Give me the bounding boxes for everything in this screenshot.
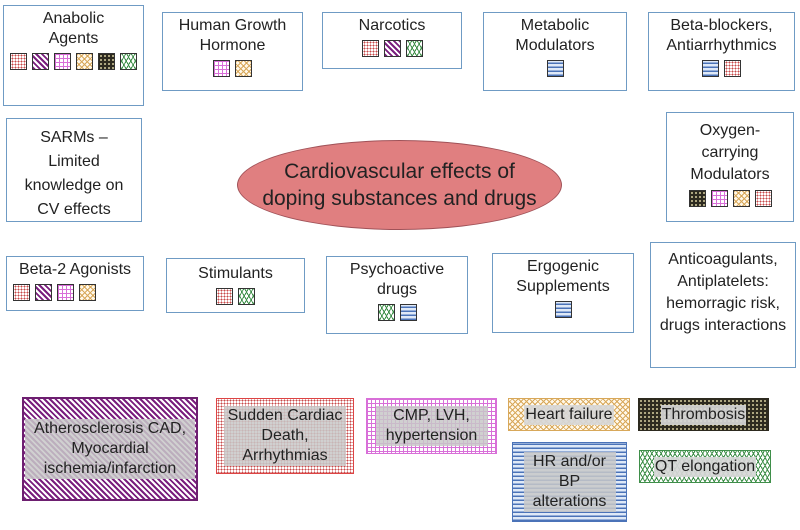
stimulants-icons xyxy=(167,288,304,305)
zigzag-green-icon xyxy=(377,304,395,321)
ergogenic-supplements-label: Ergogenic Supplements xyxy=(516,258,610,295)
hgh-label: Human Growth Hormone xyxy=(178,17,287,54)
sarms-label: SARMs – Limited knowledge on CV effects xyxy=(24,129,124,218)
anabolic-agents-icons xyxy=(4,53,143,70)
legend-qt-elongation-label: QT elongation xyxy=(653,456,757,477)
legend-qt-elongation: QT elongation xyxy=(639,450,771,483)
hgh-icons xyxy=(163,60,302,77)
legend-sudden-cardiac-death: Sudden Cardiac Death, Arrhythmias xyxy=(216,398,354,474)
dots-red-icon xyxy=(10,53,27,70)
legend-thrombosis-label: Thrombosis xyxy=(660,404,747,425)
oxygen-carrying-label: Oxygen-carrying Modulators xyxy=(690,122,770,183)
crosshatch-orange-icon xyxy=(79,284,96,301)
dots-red-icon xyxy=(724,60,741,77)
hlines-blue-icon xyxy=(702,60,719,77)
dots-dark-icon xyxy=(688,190,706,207)
beta2-agonists-icons xyxy=(7,284,143,301)
hlines-blue-icon xyxy=(399,304,417,321)
metabolic-modulators-icons xyxy=(484,60,626,77)
beta2-agonists-label: Beta-2 Agonists xyxy=(18,261,132,278)
legend-atherosclerosis-label: Atherosclerosis CAD, Myocardial ischemia… xyxy=(25,419,195,479)
crosshatch-orange-icon xyxy=(732,190,750,207)
anticoagulants-label: Anticoagulants, Antiplatelets: hemorragi… xyxy=(659,251,787,334)
hlines-blue-icon xyxy=(554,301,572,318)
legend-cmp-lvh-label: CMP, LVH, hypertension xyxy=(375,406,488,446)
stimulants-box: Stimulants xyxy=(166,258,305,313)
beta-blockers-box: Beta-blockers, Antiarrhythmics xyxy=(648,12,795,91)
legend-thrombosis: Thrombosis xyxy=(638,398,769,431)
psychoactive-drugs-label: Psychoactive drugs xyxy=(349,261,445,298)
oxygen-carrying-icons xyxy=(667,190,793,207)
zigzag-green-icon xyxy=(238,288,255,305)
dots-red-icon xyxy=(216,288,233,305)
anticoagulants-box: Anticoagulants, Antiplatelets: hemorragi… xyxy=(650,242,796,368)
oxygen-carrying-box: Oxygen-carrying Modulators xyxy=(666,112,794,222)
ergogenic-supplements-box: Ergogenic Supplements xyxy=(492,253,634,333)
grid-pink-icon xyxy=(710,190,728,207)
center-title: Cardiovascular effects of doping substan… xyxy=(262,160,537,210)
legend-heart-failure: Heart failure xyxy=(508,398,630,431)
dots-dark-icon xyxy=(98,53,115,70)
stimulants-label: Stimulants xyxy=(198,265,273,282)
diagonal-purple-icon xyxy=(32,53,49,70)
beta-blockers-icons xyxy=(649,60,794,77)
zigzag-green-icon xyxy=(405,40,423,57)
psychoactive-drugs-box: Psychoactive drugs xyxy=(326,256,468,334)
zigzag-green-icon xyxy=(120,53,137,70)
legend-cmp-lvh: CMP, LVH, hypertension xyxy=(366,398,497,454)
narcotics-box: Narcotics xyxy=(322,12,462,69)
metabolic-modulators-box: Metabolic Modulators xyxy=(483,12,627,91)
narcotics-icons xyxy=(323,40,461,57)
hgh-box: Human Growth Hormone xyxy=(162,12,303,91)
anabolic-agents-label: Anabolic Agents xyxy=(42,10,105,47)
grid-pink-icon xyxy=(54,53,71,70)
dots-red-icon xyxy=(13,284,30,301)
grid-pink-icon xyxy=(213,60,230,77)
ergogenic-supplements-icons xyxy=(493,301,633,318)
sarms-box: SARMs – Limited knowledge on CV effects xyxy=(6,118,142,222)
legend-hr-bp: HR and/or BP alterations xyxy=(512,442,627,522)
crosshatch-orange-icon xyxy=(235,60,252,77)
beta2-agonists-box: Beta-2 Agonists xyxy=(6,256,144,311)
grid-pink-icon xyxy=(57,284,74,301)
legend-heart-failure-label: Heart failure xyxy=(524,404,614,425)
center-title-ellipse: Cardiovascular effects of doping substan… xyxy=(237,140,562,230)
psychoactive-drugs-icons xyxy=(327,304,467,321)
legend-hr-bp-label: HR and/or BP alterations xyxy=(523,452,616,512)
diagonal-purple-icon xyxy=(383,40,401,57)
legend-atherosclerosis: Atherosclerosis CAD, Myocardial ischemia… xyxy=(22,397,198,501)
metabolic-modulators-label: Metabolic Modulators xyxy=(515,17,595,54)
dots-red-icon xyxy=(754,190,772,207)
legend-sudden-cardiac-death-label: Sudden Cardiac Death, Arrhythmias xyxy=(224,406,346,466)
crosshatch-orange-icon xyxy=(76,53,93,70)
hlines-blue-icon xyxy=(546,60,564,77)
dots-red-icon xyxy=(361,40,379,57)
narcotics-label: Narcotics xyxy=(358,17,426,34)
beta-blockers-label: Beta-blockers, Antiarrhythmics xyxy=(666,17,777,54)
diagonal-purple-icon xyxy=(35,284,52,301)
anabolic-agents-box: Anabolic Agents xyxy=(3,5,144,106)
